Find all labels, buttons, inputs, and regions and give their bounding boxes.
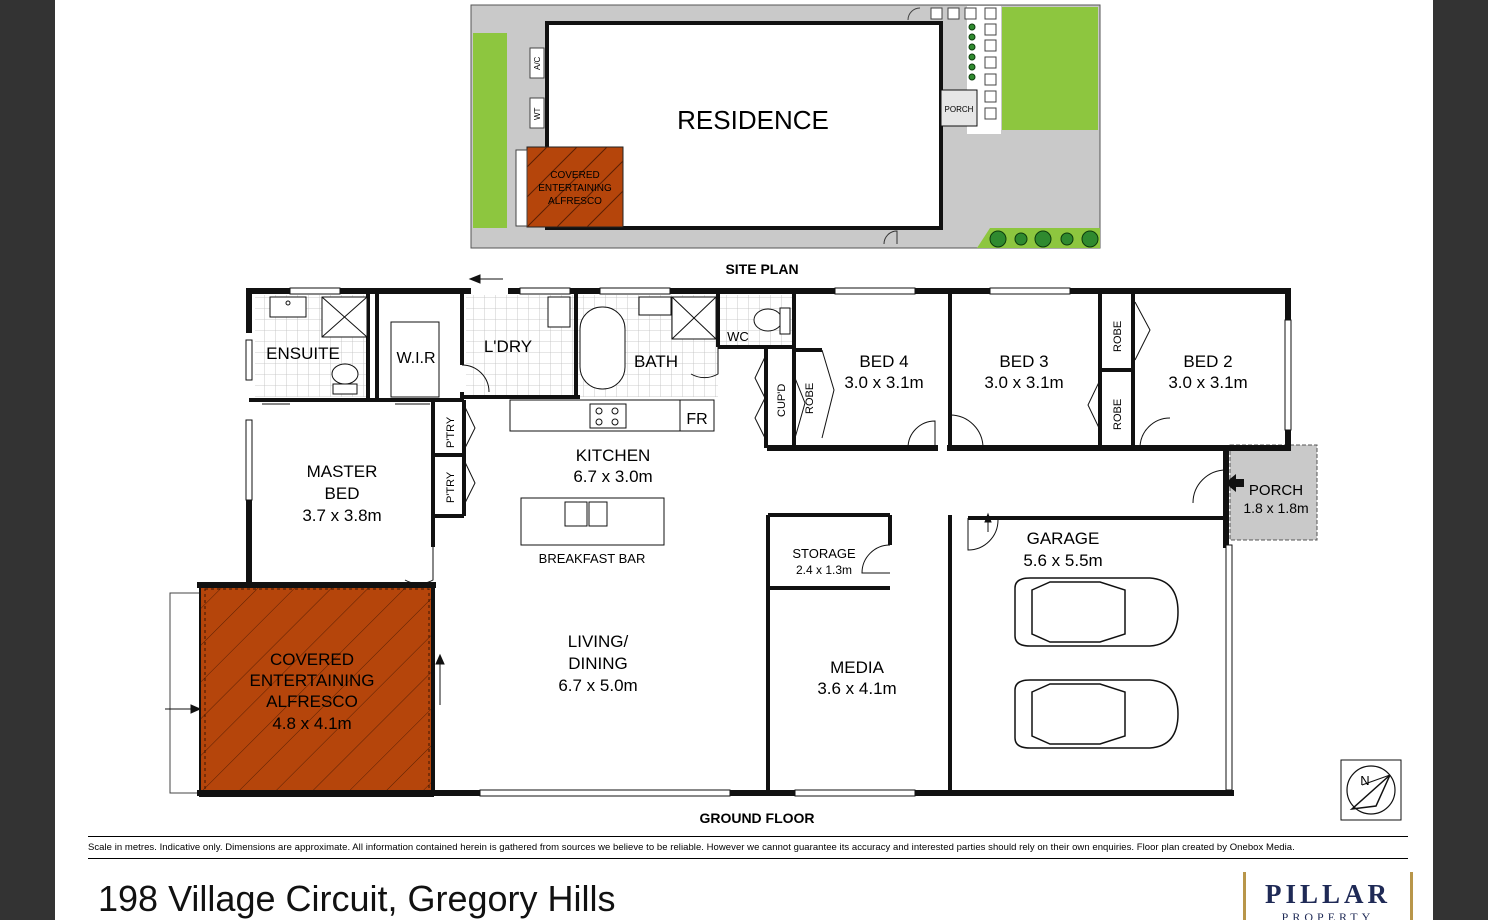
- room-alfresco-1: COVERED: [270, 650, 354, 669]
- ground-floor-plan: ENSUITE W.I.R L'DRY BATH WC FR CUP'D P'T…: [165, 274, 1318, 826]
- room-laundry: L'DRY: [484, 337, 532, 356]
- room-bed4-name: BED 4: [859, 352, 908, 371]
- room-garage-name: GARAGE: [1027, 529, 1100, 548]
- north-arrow-icon: N: [1340, 759, 1402, 821]
- garage-cars: [1014, 577, 1179, 749]
- room-cupboard: CUP'D: [776, 384, 788, 417]
- room-porch-name: PORCH: [1249, 482, 1303, 499]
- front-garden-plants: [989, 230, 1099, 248]
- ground-floor-caption: GROUND FLOOR: [699, 810, 814, 826]
- site-alfresco-label-1: COVERED: [550, 170, 599, 181]
- room-alfresco-2: ENTERTAINING: [250, 671, 375, 690]
- access-arrows: [165, 274, 992, 714]
- room-ensuite: ENSUITE: [266, 344, 340, 363]
- residence-label: RESIDENCE: [677, 105, 829, 135]
- room-master-size: 3.7 x 3.8m: [302, 506, 381, 525]
- room-bed3-name: BED 3: [999, 352, 1048, 371]
- water-tank: [529, 97, 545, 129]
- site-plan-caption: SITE PLAN: [725, 261, 798, 277]
- floor-plan-drawing: PORCH COVERED ENTERTAINING ALFRESCO A/C …: [165, 4, 1402, 826]
- room-bed4-size: 3.0 x 3.1m: [844, 373, 923, 392]
- logo-name: PILLAR: [1264, 879, 1391, 909]
- footer-rule-top: [88, 836, 1408, 837]
- room-bed3-size: 3.0 x 3.1m: [984, 373, 1063, 392]
- site-gate-door: [907, 7, 921, 21]
- room-robe-bed4: ROBE: [804, 383, 816, 414]
- room-pantry-2: P'TRY: [445, 471, 457, 503]
- site-porch: [940, 89, 978, 127]
- windows: [245, 287, 1292, 797]
- alfresco-steps: [169, 592, 201, 794]
- room-robe-bed3: ROBE: [1112, 399, 1124, 430]
- logo-subtitle: PROPERTY: [1281, 910, 1375, 920]
- room-storage-size: 2.4 x 1.3m: [796, 563, 852, 577]
- doors: [262, 301, 1227, 720]
- room-garage-size: 5.6 x 5.5m: [1023, 551, 1102, 570]
- property-address: 198 Village Circuit, Gregory Hills: [98, 878, 616, 919]
- agency-logo: PILLAR PROPERTY: [1243, 872, 1413, 920]
- site-alfresco-label-3: ALFRESCO: [548, 196, 602, 207]
- room-master-name-2: BED: [325, 484, 360, 503]
- breakfast-bar-label: BREAKFAST BAR: [539, 551, 646, 566]
- floor-plan-page: PORCH COVERED ENTERTAINING ALFRESCO A/C …: [55, 0, 1433, 920]
- room-living-2: DINING: [568, 654, 628, 673]
- site-plan: PORCH COVERED ENTERTAINING ALFRESCO A/C …: [470, 4, 1101, 277]
- room-media-name: MEDIA: [830, 658, 885, 677]
- room-bed2-name: BED 2: [1183, 352, 1232, 371]
- room-storage-name: STORAGE: [792, 546, 856, 561]
- room-living-1: LIVING/: [568, 632, 629, 651]
- room-robe-bed2: ROBE: [1112, 321, 1124, 352]
- room-kitchen-name: KITCHEN: [576, 446, 651, 465]
- room-living-size: 6.7 x 5.0m: [558, 676, 637, 695]
- site-alfresco-steps: [515, 149, 528, 227]
- footer-rule-bottom: [88, 858, 1408, 859]
- room-pantry-1: P'TRY: [445, 416, 457, 448]
- room-bed2-size: 3.0 x 3.1m: [1168, 373, 1247, 392]
- room-wc: WC: [727, 329, 749, 344]
- ac-label: A/C: [533, 56, 542, 70]
- site-alfresco: [526, 146, 624, 228]
- room-kitchen-size: 6.7 x 3.0m: [573, 467, 652, 486]
- ac-unit: [529, 47, 545, 79]
- room-media-size: 3.6 x 4.1m: [817, 679, 896, 698]
- hedge-shrubs: [968, 23, 976, 81]
- water-tank-label: WT: [533, 107, 542, 120]
- alfresco-floor: [199, 584, 434, 797]
- internal-walls: [249, 291, 1226, 793]
- room-alfresco-3: ALFRESCO: [266, 692, 358, 711]
- lawn-right: [1002, 7, 1098, 130]
- lawn-left: [473, 33, 507, 228]
- room-fridge: FR: [686, 411, 707, 428]
- site-side-door: [883, 230, 898, 245]
- disclaimer-text: Scale in metres. Indicative only. Dimens…: [88, 842, 1295, 853]
- paver-squares: [930, 7, 997, 120]
- compass-letter: N: [1360, 773, 1369, 788]
- room-master-name-1: MASTER: [307, 462, 378, 481]
- site-porch-label: PORCH: [945, 105, 974, 114]
- room-porch-size: 1.8 x 1.8m: [1243, 500, 1308, 516]
- room-bath: BATH: [634, 352, 678, 371]
- room-wir: W.I.R: [396, 350, 435, 367]
- porch-floor: [1229, 444, 1318, 541]
- room-alfresco-size: 4.8 x 4.1m: [272, 714, 351, 733]
- fixtures: [269, 296, 791, 546]
- site-alfresco-label-2: ENTERTAINING: [538, 183, 612, 194]
- entry-arrow-icon: [1225, 474, 1244, 492]
